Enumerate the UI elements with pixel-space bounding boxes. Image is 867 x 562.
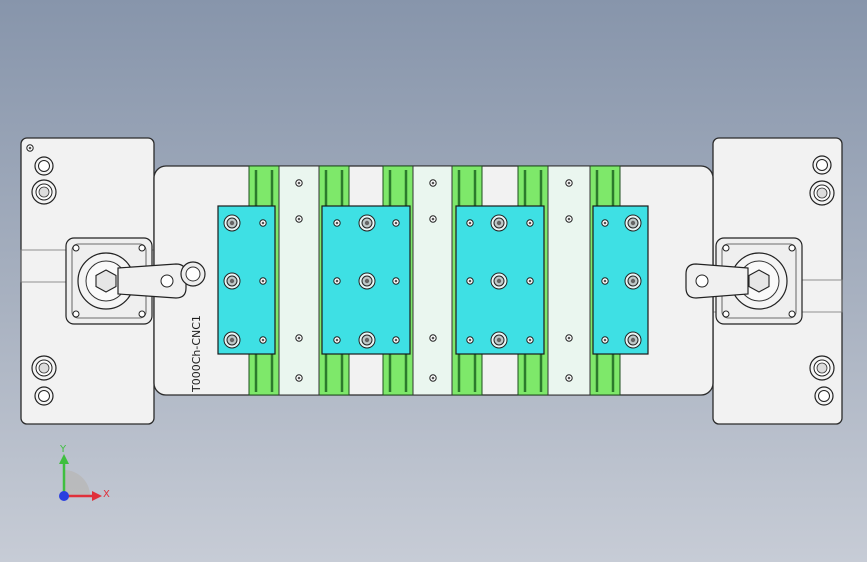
clamp-pad-3 xyxy=(455,205,545,355)
clamp-pad-2 xyxy=(321,205,411,355)
clamp-pad-1 xyxy=(217,205,276,355)
engraved-part-number: T000Ch-CNC1 xyxy=(190,315,203,393)
z-axis-dot xyxy=(59,491,69,501)
clamp-pad-4 xyxy=(592,205,649,355)
center-strips xyxy=(278,165,591,396)
coordinate-triad: Y X xyxy=(59,444,110,501)
y-axis-arrow xyxy=(59,454,69,464)
y-axis-label: Y xyxy=(59,444,67,455)
x-axis-arrow xyxy=(92,491,102,501)
left-toggle-clamp xyxy=(65,237,206,325)
right-toggle-clamp xyxy=(685,237,803,325)
x-axis-label: X xyxy=(103,489,110,500)
